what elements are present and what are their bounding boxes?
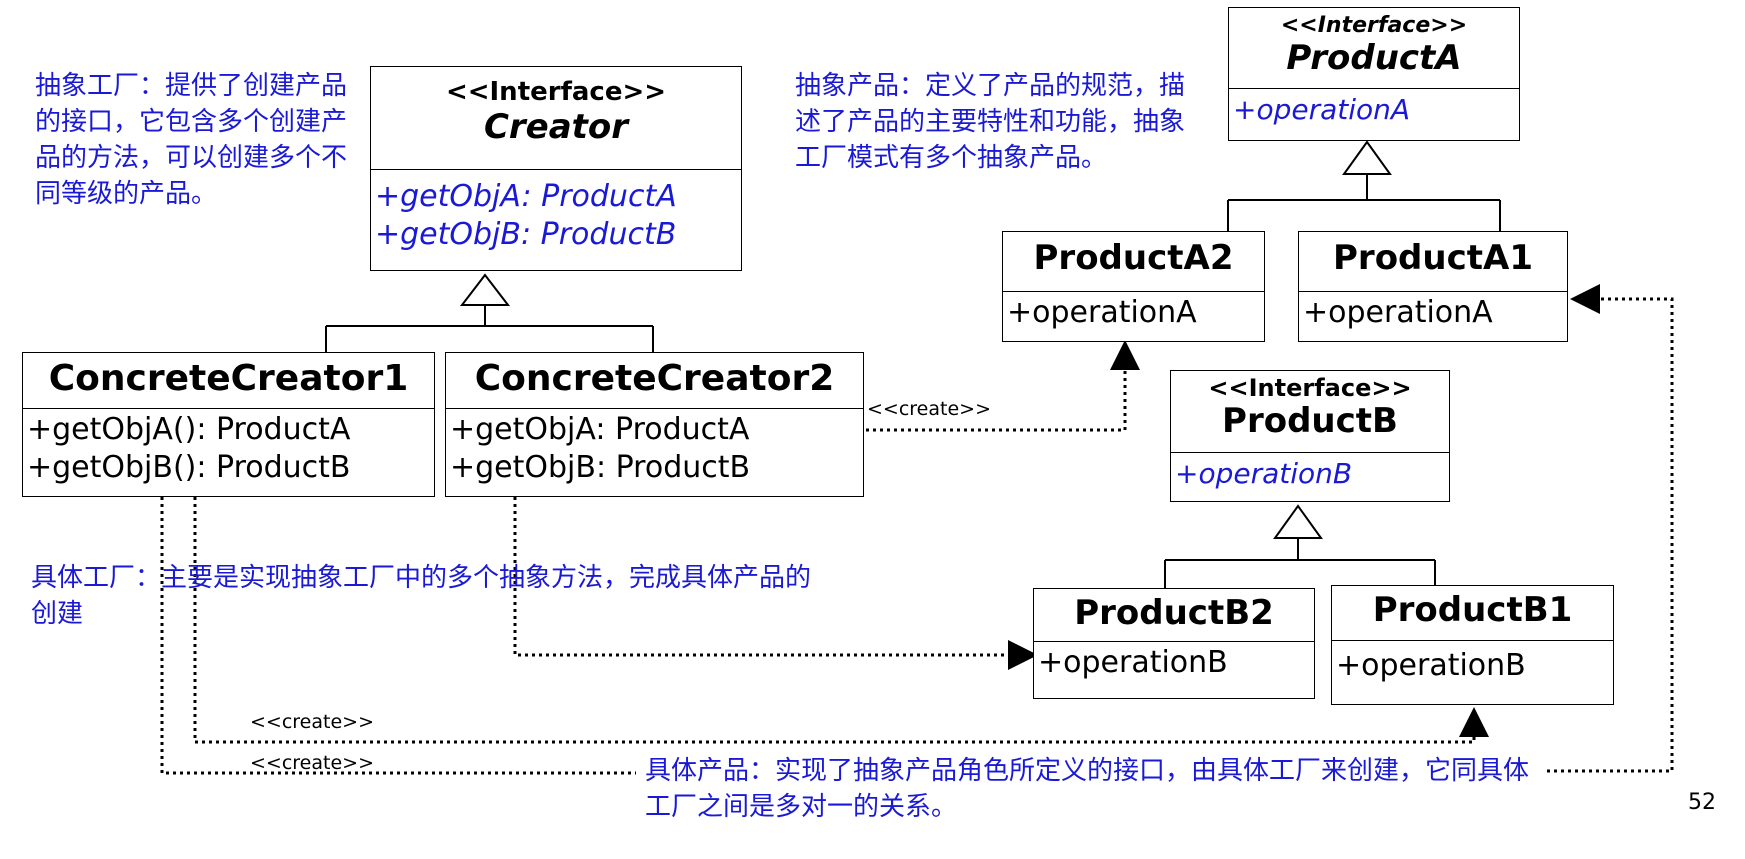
product-b-op: +operationB [1175,457,1353,490]
inheritance-product-a [1227,140,1501,232]
dep-cc2-to-product-b2 [513,490,1038,670]
dep-cc2-to-product-a2 [803,340,1140,432]
label-create-mid: <<create>> [250,711,374,733]
class-product-b: <<Interface>> ProductB +operationB [1170,370,1450,502]
note-concrete-product: 具体产品：实现了抽象产品角色所定义的接口，由具体工厂来创建，它同具体工厂之间是多… [645,753,1545,825]
product-b-name: ProductB [1222,401,1398,441]
concrete-creator1-name: ConcreteCreator1 [48,358,409,399]
class-product-b1: ProductB1 +operationB [1331,585,1614,705]
label-create-top: <<create>> [867,398,991,420]
product-b1-name: ProductB1 [1372,590,1573,630]
class-product-a2: ProductA2 +operationA [1002,231,1265,342]
inheritance-product-b [1164,504,1436,588]
product-a-op: +operationA [1233,93,1411,126]
product-b2-op: +operationB [1038,645,1228,680]
product-a2-name: ProductA2 [1033,238,1234,278]
class-concrete-creator2: ConcreteCreator2 +getObjA: ProductA +get… [445,352,864,497]
product-b2-name: ProductB2 [1074,593,1274,633]
dep-cc1-to-product-b1 [193,490,1489,744]
product-a2-op: +operationA [1007,295,1197,330]
concrete-creator2-name: ConcreteCreator2 [474,358,835,399]
creator-op-2: +getObjB: ProductB [375,217,677,252]
product-b1-op: +operationB [1336,648,1526,683]
concrete-creator2-op-1: +getObjA: ProductA [450,412,750,447]
product-a1-name: ProductA1 [1333,238,1533,278]
page-number: 52 [1688,790,1716,815]
class-product-a1: ProductA1 +operationA [1298,231,1568,342]
creator-op-1: +getObjA: ProductA [375,179,677,214]
product-a1-op: +operationA [1303,295,1493,330]
dep-cc1-to-product-a1-left [160,490,636,775]
note-abstract-product: 抽象产品：定义了产品的规范，描述了产品的主要特性和功能，抽象工厂模式有多个抽象产… [795,71,1186,173]
note-abstract-factory: 抽象工厂：提供了创建产品的接口，它包含多个创建产品的方法，可以创建多个不同等级的… [35,71,348,209]
label-create-bottom: <<create>> [250,752,374,774]
concrete-creator1-op-2: +getObjB(): ProductB [27,450,351,485]
product-b-stereotype: <<Interface>> [1208,374,1412,402]
class-product-b2: ProductB2 +operationB [1033,588,1315,699]
creator-stereotype: <<Interface>> [445,77,667,107]
product-a-stereotype: <<Interface>> [1280,13,1468,38]
concrete-creator2-op-2: +getObjB: ProductB [450,450,751,485]
class-creator: <<Interface>> Creator +getObjA: ProductA… [370,66,742,271]
concrete-creator1-op-1: +getObjA(): ProductA [27,412,351,447]
class-product-a: <<Interface>> ProductA +operationA [1228,7,1520,141]
creator-name: Creator [483,107,629,147]
note-concrete-factory: 具体工厂：主要是实现抽象工厂中的多个抽象方法，完成具体产品的创建 [31,563,812,629]
dep-cc1-to-product-a1-right [1540,284,1674,773]
class-concrete-creator1: ConcreteCreator1 +getObjA(): ProductA +g… [22,352,435,497]
inheritance-creator [325,273,654,353]
product-a-name: ProductA [1286,38,1462,78]
